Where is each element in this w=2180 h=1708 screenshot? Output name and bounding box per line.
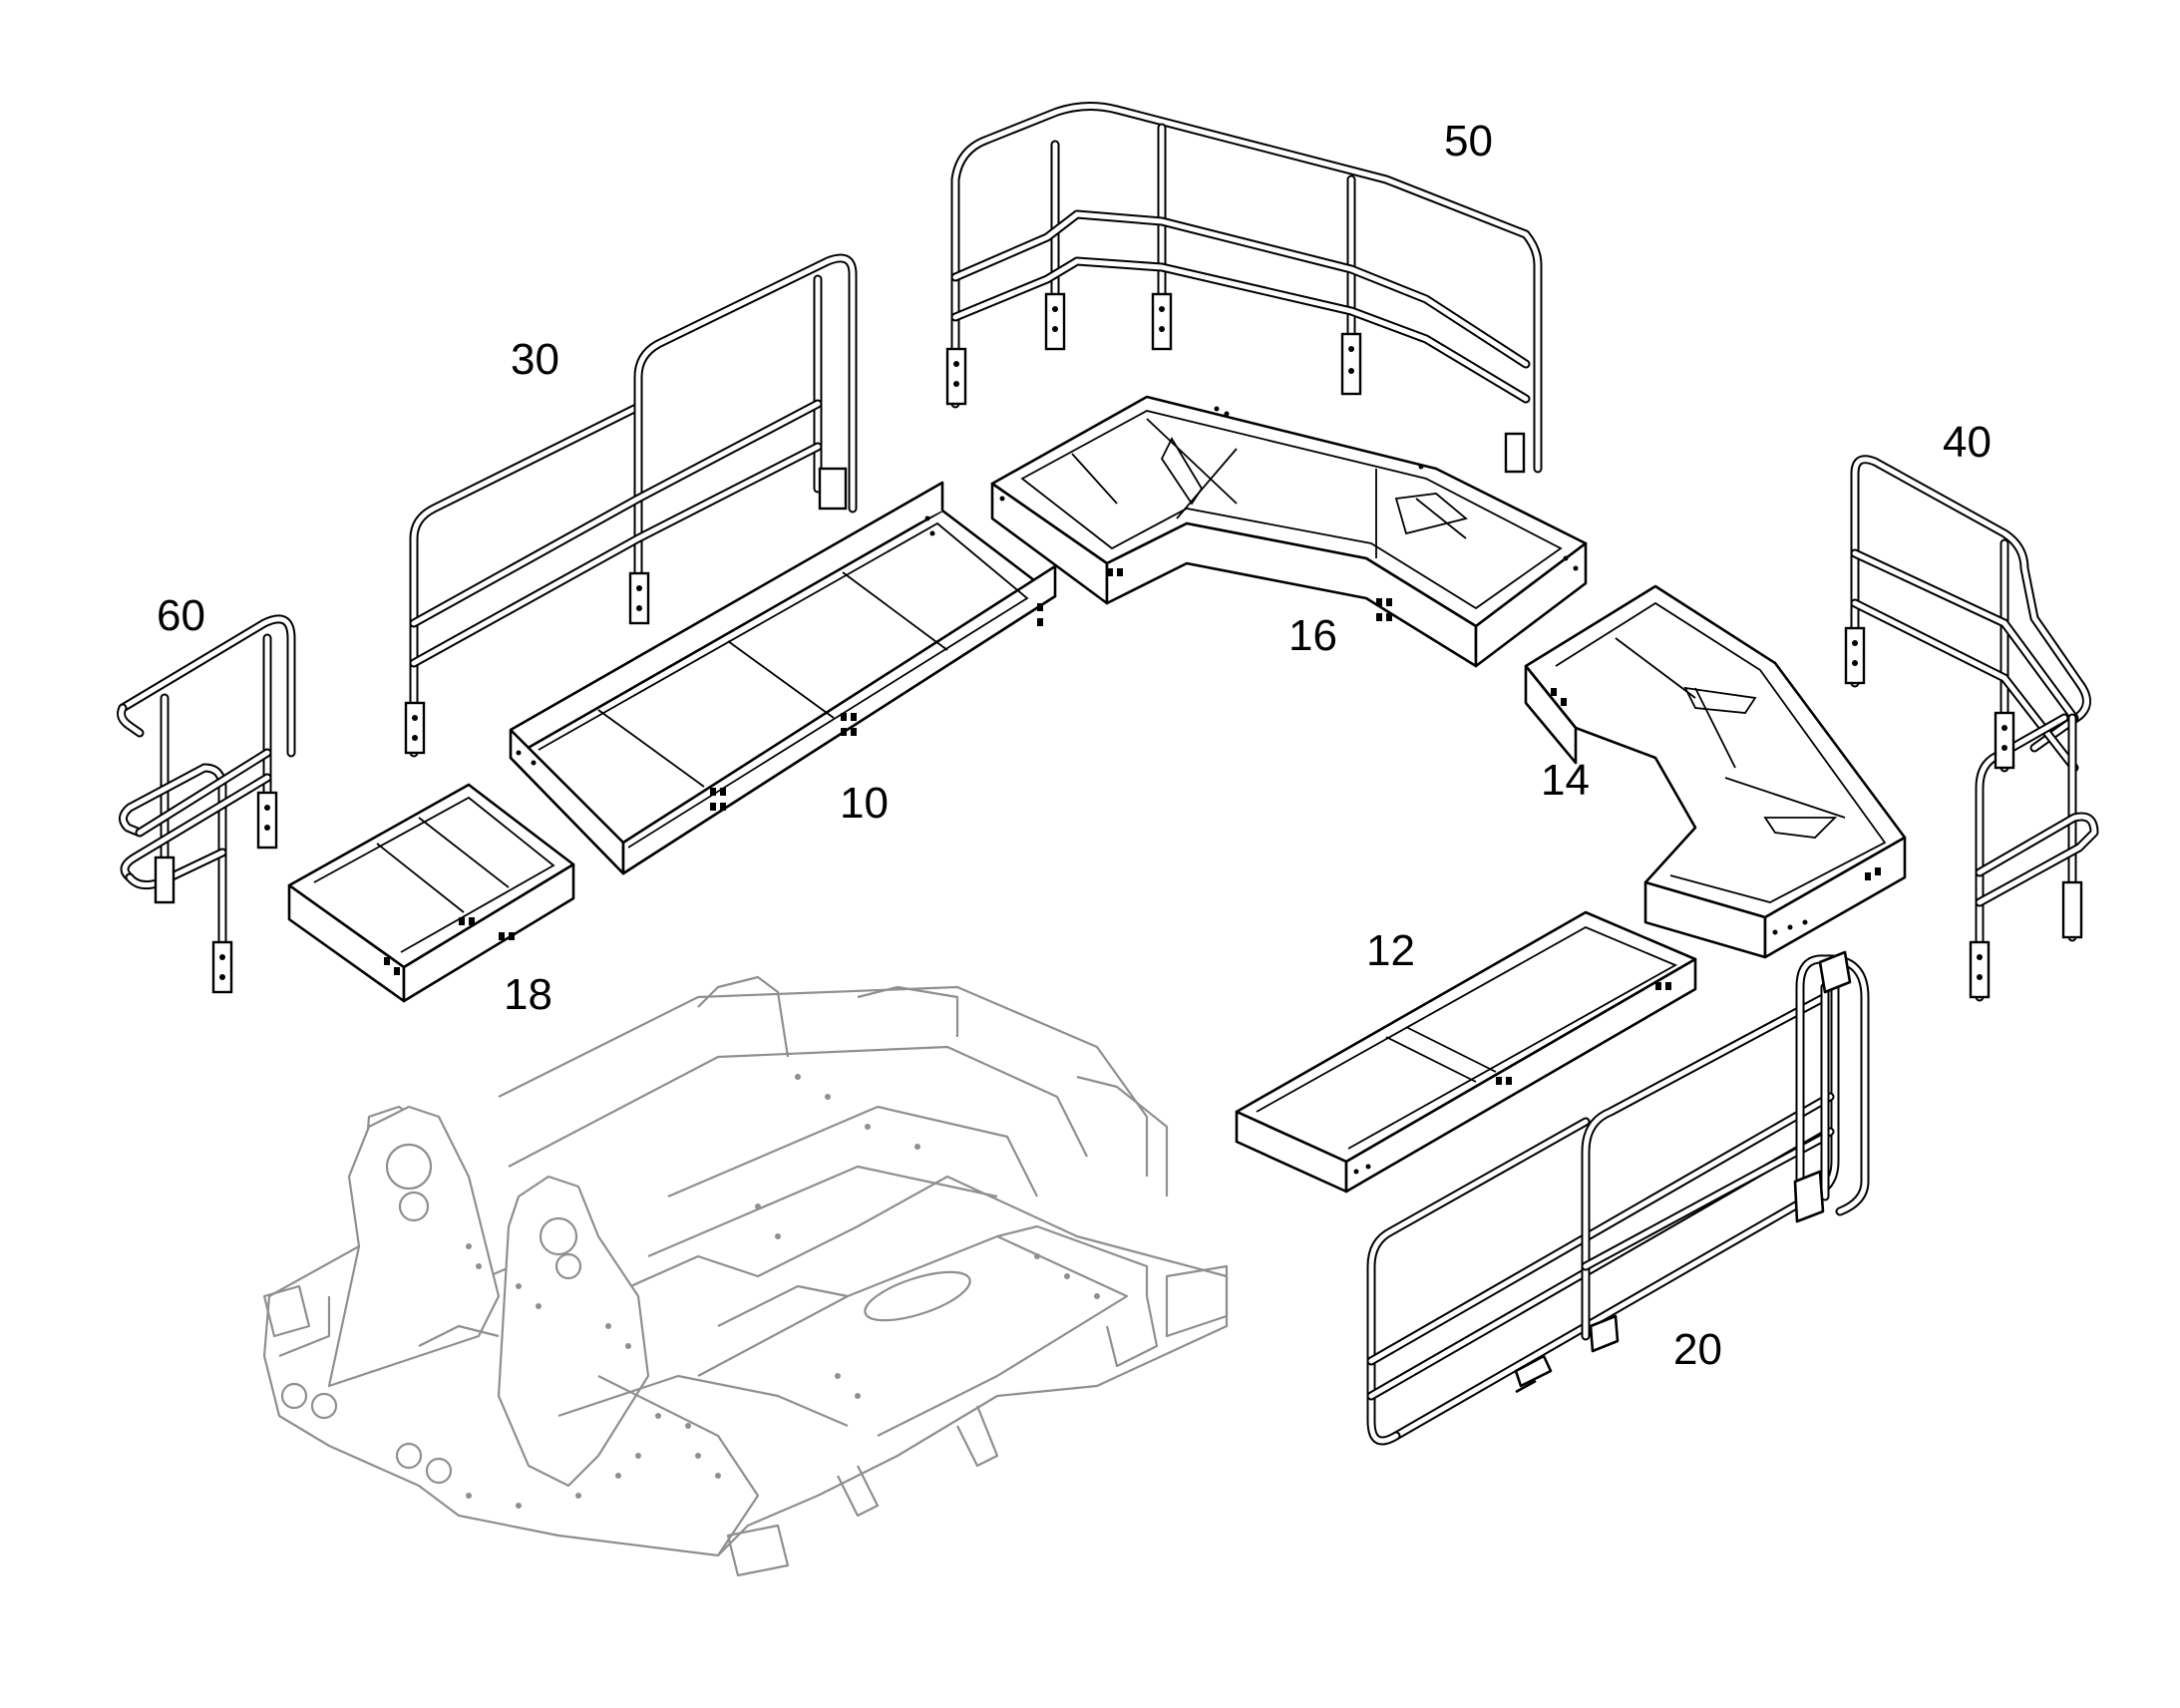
callout-20: 20 (1673, 1325, 1722, 1374)
railing-40 (1844, 455, 2099, 1002)
callout-labels: 10 12 14 16 18 20 30 40 50 60 (157, 117, 1992, 1374)
callout-14: 14 (1541, 756, 1590, 805)
callout-40: 40 (1943, 418, 1992, 467)
railing-20 (1366, 950, 1870, 1446)
callout-10: 10 (840, 779, 889, 828)
railing-50 (945, 102, 1543, 474)
callout-50: 50 (1444, 117, 1493, 166)
frame-16-bolts (999, 406, 1579, 621)
callout-60: 60 (157, 591, 205, 640)
platform-frame-18 (287, 783, 575, 1003)
callout-18: 18 (504, 970, 552, 1019)
callout-30: 30 (511, 335, 559, 384)
frame-14-bolts (1551, 688, 1881, 935)
callout-12: 12 (1366, 926, 1415, 975)
platform-frame-12 (1235, 910, 1697, 1194)
platform-frame-10 (509, 481, 1057, 875)
frame-10-bolts (516, 515, 1043, 811)
frame-12-bolts (1353, 982, 1671, 1175)
main-chassis-frame (262, 975, 1229, 1577)
callout-16: 16 (1288, 611, 1337, 660)
frame-18-bolts (384, 917, 515, 975)
platform-frame-14 (1524, 584, 1907, 959)
railing-30 (404, 253, 858, 758)
chassis-bolt-holes (466, 1074, 1100, 1509)
platform-frame-16 (990, 395, 1588, 668)
railing-60 (117, 614, 296, 994)
